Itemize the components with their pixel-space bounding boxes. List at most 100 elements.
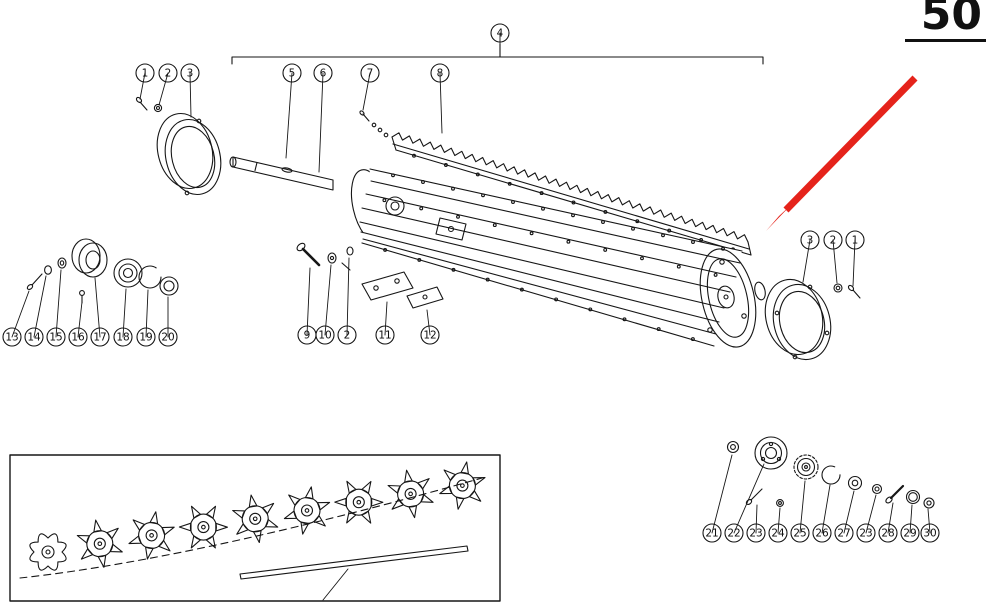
callout-5: 5	[282, 63, 302, 159]
svg-text:15: 15	[49, 332, 62, 344]
svg-text:26: 26	[815, 528, 829, 540]
svg-text:3: 3	[187, 68, 194, 80]
bearing-assembly-left	[26, 238, 179, 304]
tine-wheel	[178, 505, 228, 549]
svg-text:12: 12	[423, 330, 436, 342]
svg-text:9: 9	[304, 330, 311, 342]
callout-26: 26	[812, 484, 832, 543]
svg-text:7: 7	[367, 68, 374, 80]
callout-11: 11	[375, 301, 395, 345]
svg-text:23: 23	[859, 528, 872, 540]
bolt-left	[135, 96, 148, 111]
svg-text:17: 17	[93, 332, 106, 344]
callout-4: 4	[490, 23, 510, 57]
callout-28: 28	[878, 502, 898, 543]
svg-text:23: 23	[749, 528, 762, 540]
svg-text:3: 3	[807, 235, 814, 247]
tine-wheel	[387, 469, 434, 519]
callout-13: 13	[2, 290, 30, 347]
tine-wheels	[29, 461, 486, 571]
svg-text:21: 21	[705, 528, 718, 540]
svg-text:29: 29	[903, 528, 916, 540]
svg-text:28: 28	[881, 528, 894, 540]
callout-23: 23	[746, 504, 766, 543]
svg-text:10: 10	[318, 330, 331, 342]
callout-25: 25	[790, 480, 810, 543]
callout-19: 19	[136, 289, 156, 347]
hub-assembly-right	[726, 436, 935, 509]
svg-text:14: 14	[27, 332, 41, 344]
callout-22: 22	[724, 463, 765, 543]
threshing-drum	[350, 168, 766, 348]
callout-16: 16	[68, 301, 88, 347]
callout-20: 20	[158, 296, 178, 347]
svg-text:11: 11	[378, 330, 391, 342]
callout-2: 2	[158, 63, 178, 106]
svg-text:2: 2	[830, 235, 837, 247]
rasp-bar	[391, 132, 752, 256]
svg-text:30: 30	[923, 528, 936, 540]
bolt-right	[847, 284, 861, 299]
screw-set	[359, 110, 389, 138]
washer-right	[833, 283, 843, 293]
tine-wheel	[76, 519, 123, 568]
callout-3: 3	[180, 63, 200, 118]
callout-18: 18	[113, 288, 133, 347]
tine-wheel	[232, 494, 279, 544]
svg-text:2: 2	[344, 330, 351, 342]
callout-15: 15	[46, 269, 66, 347]
drive-shaft	[229, 156, 334, 191]
callout-9: 9	[297, 267, 317, 345]
callout-29: 29	[900, 504, 920, 543]
callout-8: 8	[430, 63, 450, 134]
callout-21: 21	[702, 454, 733, 543]
svg-text:19: 19	[139, 332, 152, 344]
svg-text:8: 8	[437, 68, 444, 80]
callout-1: 1	[845, 230, 865, 287]
svg-text:24: 24	[771, 528, 785, 540]
drum-rivets	[382, 173, 725, 342]
callout-2: 2	[823, 230, 843, 284]
callout-1: 1	[135, 63, 155, 100]
mount-plate-assembly	[296, 242, 444, 309]
svg-text:16: 16	[71, 332, 85, 344]
callout-17: 17	[90, 277, 110, 347]
star-wheel	[29, 533, 67, 571]
callout-27: 27	[834, 490, 855, 543]
svg-text:13: 13	[5, 332, 18, 344]
callout-2: 2	[337, 257, 357, 345]
pointer-arrow	[766, 75, 918, 231]
callout-6: 6	[313, 63, 333, 173]
svg-text:6: 6	[320, 68, 327, 80]
tine-wheel	[334, 480, 384, 524]
page-number: 50	[904, 0, 986, 42]
svg-text:22: 22	[727, 528, 740, 540]
svg-text:20: 20	[161, 332, 174, 344]
svg-text:18: 18	[116, 332, 129, 344]
callout-30: 30	[920, 508, 940, 543]
callout-7: 7	[360, 63, 380, 111]
callout-10: 10	[315, 264, 335, 345]
tine-wheel	[283, 486, 331, 535]
svg-text:5: 5	[289, 68, 296, 80]
clamp-band-right	[764, 278, 832, 361]
callout-14: 14	[24, 275, 47, 347]
callout-3: 3	[800, 230, 820, 283]
tine-rotor-panel	[9, 454, 501, 602]
svg-text:2: 2	[165, 68, 172, 80]
bracket-callout-4	[231, 43, 764, 65]
callout-23: 23	[856, 494, 877, 543]
svg-text:4: 4	[497, 28, 504, 40]
svg-text:27: 27	[837, 528, 850, 540]
callout-24: 24	[768, 507, 788, 543]
svg-text:1: 1	[142, 68, 149, 80]
tine-wheel	[128, 511, 175, 560]
callout-12: 12	[420, 309, 440, 345]
washer-left	[153, 103, 163, 113]
svg-text:25: 25	[793, 528, 806, 540]
svg-text:1: 1	[852, 235, 859, 247]
tine-wheel	[439, 461, 486, 510]
